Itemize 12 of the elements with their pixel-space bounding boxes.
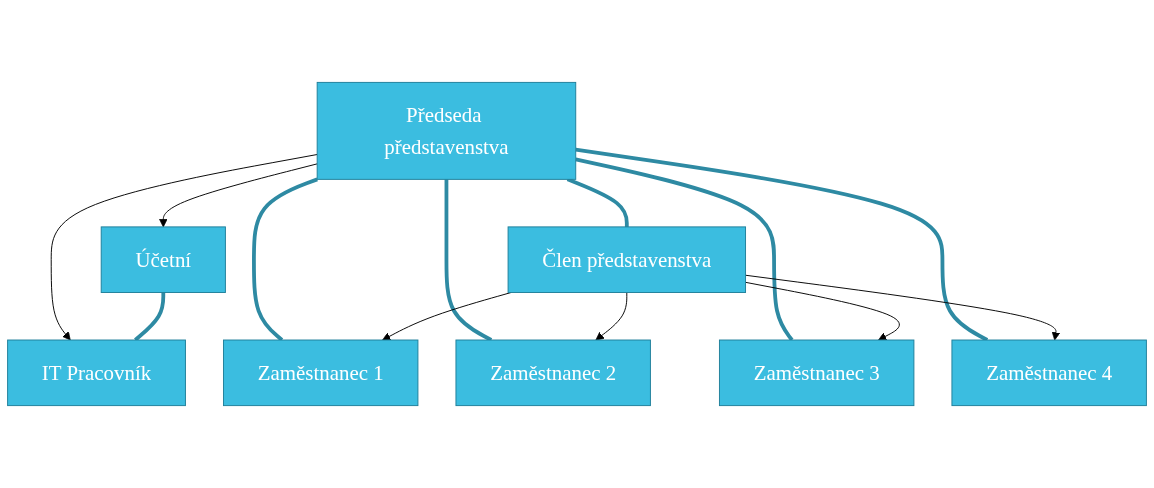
connector <box>134 292 166 342</box>
node-box: Účetní <box>100 226 226 293</box>
node-box: Zaměstnanec 2 <box>455 339 651 407</box>
node-box: Zaměstnanec 4 <box>951 339 1147 407</box>
connector <box>252 177 318 342</box>
node-box: Zaměstnanec 1 <box>223 339 419 407</box>
node-box: Člen představenstva <box>507 226 746 293</box>
connector <box>566 177 629 227</box>
connector <box>444 179 493 342</box>
node-box: Zaměstnanec 3 <box>718 339 915 407</box>
node-box: IT Pracovník <box>7 339 186 407</box>
node-box: Předseda představenstva <box>316 81 577 180</box>
